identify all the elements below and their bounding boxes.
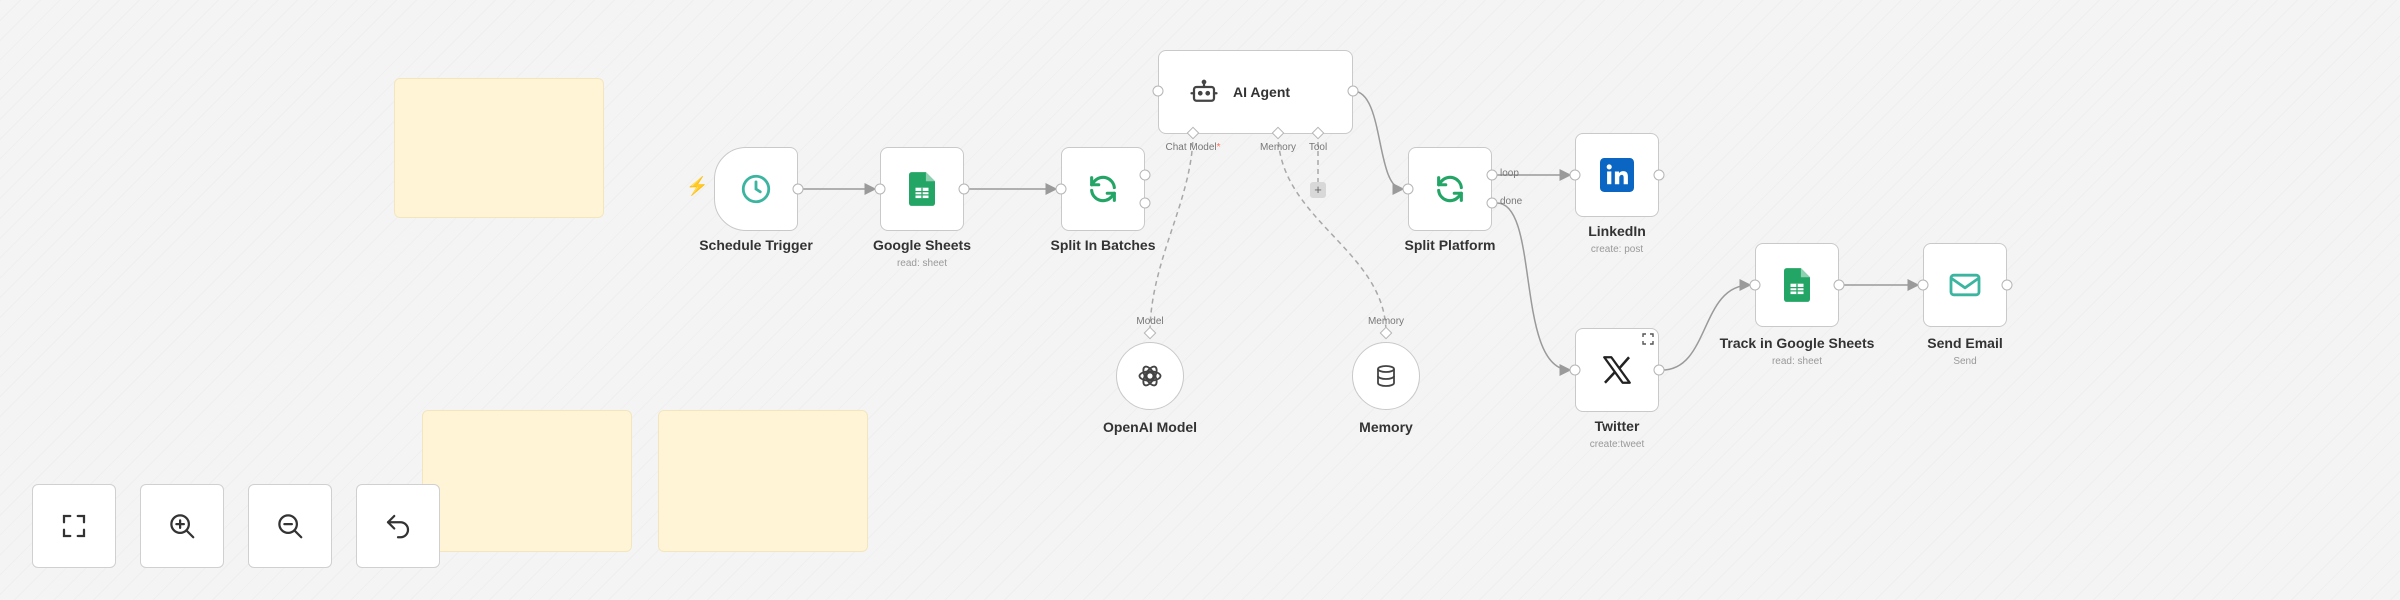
track-google-sheets-node[interactable] bbox=[1755, 243, 1839, 327]
ai-agent-node[interactable]: AI Agent bbox=[1158, 50, 1353, 134]
node-subtitle: create: post bbox=[1590, 244, 1644, 255]
node-label: AI Agent bbox=[1233, 84, 1291, 100]
connection-line bbox=[1496, 202, 1572, 376]
fit-view-button[interactable] bbox=[32, 484, 116, 568]
clock-icon bbox=[741, 174, 771, 204]
output-port[interactable] bbox=[1833, 279, 1845, 291]
input-port[interactable] bbox=[1402, 183, 1414, 195]
loop-output-port[interactable] bbox=[1486, 169, 1498, 181]
connection-line bbox=[1661, 279, 1752, 371]
done-output-label: done bbox=[1500, 196, 1523, 207]
robot-icon bbox=[1190, 79, 1218, 102]
memory-port-label: Memory bbox=[1367, 316, 1405, 327]
input-port[interactable] bbox=[1055, 183, 1067, 195]
database-icon bbox=[1377, 365, 1395, 387]
loop-icon bbox=[1090, 175, 1116, 203]
node-label: Schedule Trigger bbox=[699, 237, 813, 253]
output-port[interactable] bbox=[1653, 364, 1665, 376]
input-port[interactable] bbox=[1569, 169, 1581, 181]
split-in-batches-node[interactable] bbox=[1061, 147, 1145, 231]
dashed-connection bbox=[1277, 132, 1387, 334]
output-port[interactable] bbox=[1653, 169, 1665, 181]
zoom-in-button[interactable] bbox=[140, 484, 224, 568]
linkedin-icon bbox=[1600, 158, 1634, 192]
sticky-note[interactable] bbox=[422, 410, 632, 552]
chat-model-port-label: Chat Model* bbox=[1165, 142, 1221, 153]
tool-port-label: Tool bbox=[1308, 142, 1328, 153]
connection-line bbox=[1352, 90, 1405, 195]
send-email-node[interactable] bbox=[1923, 243, 2007, 327]
input-port[interactable] bbox=[1152, 85, 1164, 97]
undo-icon bbox=[386, 514, 410, 539]
dashed-connection bbox=[1149, 132, 1194, 334]
node-subtitle: Send bbox=[1953, 356, 1977, 367]
input-port[interactable] bbox=[1917, 279, 1929, 291]
expand-icon[interactable] bbox=[1642, 333, 1654, 345]
output-port[interactable] bbox=[1139, 197, 1151, 209]
node-label: Memory bbox=[1359, 419, 1413, 435]
zoom-out-button[interactable] bbox=[248, 484, 332, 568]
fullscreen-icon bbox=[62, 514, 86, 538]
reset-zoom-button[interactable] bbox=[356, 484, 440, 568]
node-label: Send Email bbox=[1927, 335, 2003, 351]
trigger-bolt-icon: ⚡ bbox=[686, 176, 709, 196]
x-icon bbox=[1603, 356, 1631, 384]
split-platform-node[interactable] bbox=[1408, 147, 1492, 231]
loop-icon bbox=[1437, 175, 1463, 203]
google-sheets-node[interactable] bbox=[880, 147, 964, 231]
node-label: OpenAI Model bbox=[1102, 419, 1198, 435]
input-port[interactable] bbox=[1749, 279, 1761, 291]
memory-node[interactable] bbox=[1352, 342, 1420, 410]
node-label: Track in Google Sheets bbox=[1719, 335, 1875, 351]
node-subtitle: read: sheet bbox=[896, 258, 948, 269]
sticky-note[interactable] bbox=[394, 78, 604, 218]
openai-icon bbox=[1138, 365, 1162, 387]
model-port-label: Model bbox=[1136, 316, 1164, 327]
linkedin-node[interactable] bbox=[1575, 133, 1659, 217]
twitter-node[interactable] bbox=[1575, 328, 1659, 412]
node-label: LinkedIn bbox=[1588, 223, 1646, 239]
add-tool-button[interactable]: + bbox=[1310, 182, 1326, 198]
output-port[interactable] bbox=[792, 183, 804, 195]
envelope-icon bbox=[1949, 273, 1981, 297]
input-port[interactable] bbox=[874, 183, 886, 195]
node-subtitle: create:tweet bbox=[1589, 439, 1645, 450]
sticky-note[interactable] bbox=[658, 410, 868, 552]
node-label: Twitter bbox=[1594, 418, 1640, 434]
done-output-port[interactable] bbox=[1486, 197, 1498, 209]
node-label: Split In Batches bbox=[1050, 237, 1156, 253]
google-sheets-icon bbox=[909, 172, 935, 206]
output-port[interactable] bbox=[2001, 279, 2013, 291]
node-subtitle: read: sheet bbox=[1771, 356, 1823, 367]
google-sheets-icon bbox=[1784, 268, 1810, 302]
output-port[interactable] bbox=[1347, 85, 1359, 97]
openai-model-node[interactable] bbox=[1116, 342, 1184, 410]
loop-output-label: loop bbox=[1500, 168, 1519, 179]
output-port[interactable] bbox=[958, 183, 970, 195]
node-label: Split Platform bbox=[1404, 237, 1496, 253]
schedule-trigger-node[interactable] bbox=[714, 147, 798, 231]
output-port[interactable] bbox=[1139, 169, 1151, 181]
zoom-in-icon bbox=[170, 514, 195, 539]
memory-port-label: Memory bbox=[1259, 142, 1297, 153]
zoom-out-icon bbox=[278, 514, 303, 539]
input-port[interactable] bbox=[1569, 364, 1581, 376]
node-label: Google Sheets bbox=[872, 237, 972, 253]
